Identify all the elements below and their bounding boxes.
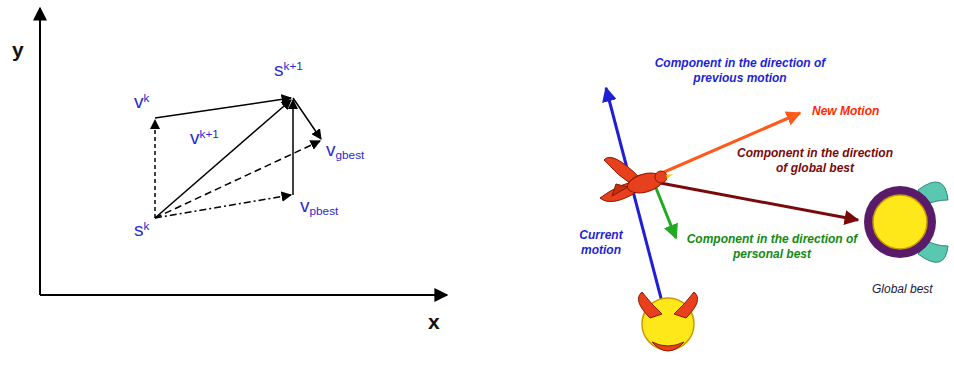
symbol: v: [300, 195, 310, 216]
sun: [873, 195, 927, 249]
vector-label: vk: [134, 92, 149, 113]
superscript: k: [144, 91, 150, 104]
component-label: Component in the direction of previous m…: [640, 56, 840, 86]
global-best-sun: [864, 182, 948, 262]
component-label: Component in the direction of global bes…: [735, 146, 895, 176]
component-label: Component in the direction of personal b…: [682, 232, 862, 262]
superscript: k+1: [200, 127, 219, 140]
symbol: s: [134, 219, 144, 240]
beak: [666, 174, 673, 179]
wing: [674, 292, 698, 318]
x-axis: [40, 294, 447, 296]
vector-label: vpbest: [300, 196, 338, 218]
wing: [638, 292, 662, 318]
gbest-vector: [155, 141, 320, 218]
bird: [600, 157, 673, 201]
motion-arrow: [655, 182, 858, 220]
head: [655, 171, 667, 183]
symbol: v: [190, 127, 200, 148]
symbol: s: [274, 59, 284, 80]
vector-label: vgbest: [326, 140, 364, 162]
personal-best-sun: [638, 292, 697, 351]
symbol: v: [134, 91, 144, 112]
halo: [864, 186, 936, 258]
symbol: v: [326, 139, 336, 160]
tail: [652, 342, 684, 351]
target-label: Global best: [872, 282, 933, 297]
velocity-vector: [155, 98, 291, 118]
velocity-vector: [154, 120, 156, 218]
motion-arrow: [656, 188, 676, 238]
superscript: k: [144, 219, 150, 232]
position-label: sk+1: [274, 60, 303, 81]
position-label: sk: [134, 220, 149, 241]
subscript: pbest: [310, 204, 339, 217]
pbest-vector: [292, 100, 294, 195]
axis-label: x: [428, 310, 440, 334]
tail: [612, 184, 628, 196]
velocity-vector: [155, 100, 291, 218]
y-axis: [39, 8, 41, 295]
pbest-vector: [155, 195, 291, 218]
motion-arrow: [606, 88, 662, 302]
axis-label: y: [12, 38, 24, 62]
gbest-vector: [293, 98, 321, 139]
vector-label: vk+1: [190, 128, 219, 149]
subscript: gbest: [336, 148, 365, 161]
motion-label: Current motion: [572, 228, 630, 258]
motion-label: New Motion: [812, 104, 879, 119]
superscript: k+1: [284, 59, 303, 72]
